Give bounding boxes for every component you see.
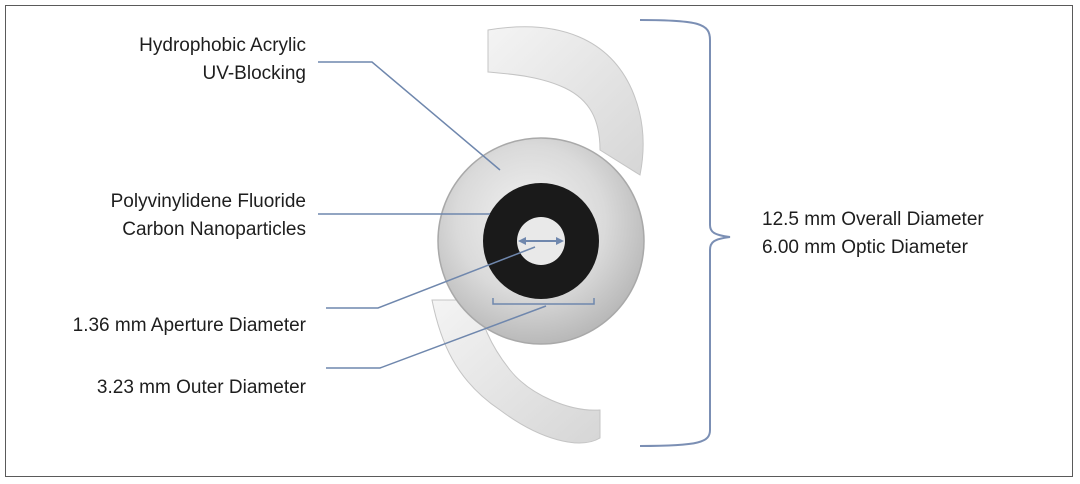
material-line-2: UV-Blocking [202, 63, 307, 84]
aperture-label: 1.36 mm Aperture Diameter [0, 312, 306, 340]
material-label: Hydrophobic Acrylic UV-Blocking [0, 32, 306, 88]
mask-line-1: Polyvinylidene Fluoride [110, 191, 306, 212]
overall-bracket [639, 19, 731, 447]
leader-aperture [326, 246, 536, 309]
mask-label: Polyvinylidene Fluoride Carbon Nanoparti… [0, 188, 306, 244]
leader-outer [326, 305, 547, 369]
overall-line-2: 6.00 mm Optic Diameter [762, 237, 968, 258]
outer-label: 3.23 mm Outer Diameter [0, 374, 306, 402]
outer-text: 3.23 mm Outer Diameter [96, 377, 306, 398]
material-line-1: Hydrophobic Acrylic [139, 35, 306, 56]
lower-haptic [431, 299, 601, 444]
aperture-text: 1.36 mm Aperture Diameter [72, 315, 306, 336]
overall-label: 12.5 mm Overall Diameter 6.00 mm Optic D… [762, 206, 984, 262]
overall-line-1: 12.5 mm Overall Diameter [762, 209, 984, 230]
leader-material [318, 61, 501, 171]
outer-bracket [492, 298, 595, 305]
mask-line-2: Carbon Nanoparticles [122, 219, 306, 240]
upper-haptic [487, 26, 644, 176]
